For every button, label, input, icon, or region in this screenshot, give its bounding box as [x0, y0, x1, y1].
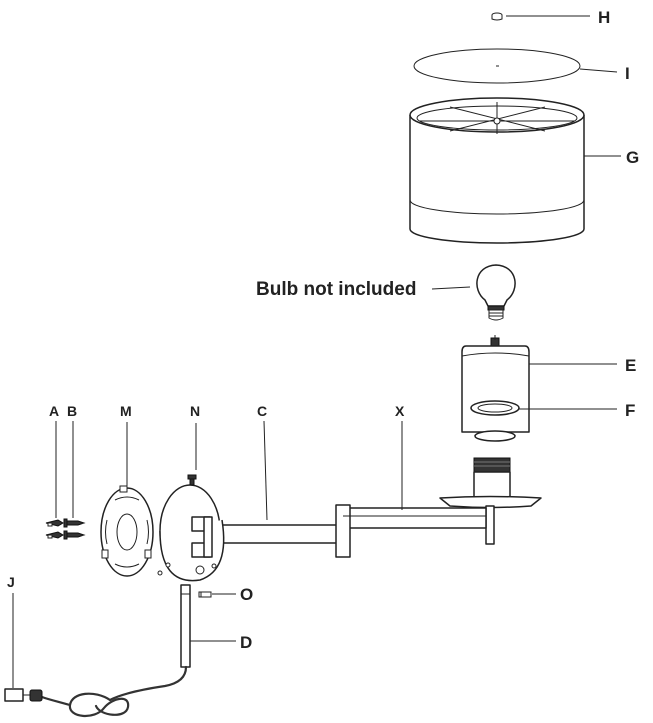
- label-n: N: [190, 403, 200, 419]
- mounting-screws-part: [63, 518, 86, 540]
- label-x: X: [395, 403, 405, 419]
- label-b: B: [67, 403, 77, 419]
- diffuser-disc-part: [413, 48, 581, 84]
- bulb-not-included-note: Bulb not included: [256, 279, 416, 300]
- label-f: F: [625, 401, 635, 420]
- wall-anchors-part: [45, 519, 64, 539]
- label-d: D: [240, 633, 252, 652]
- light-bulb-icon: [476, 264, 516, 321]
- label-j: J: [7, 574, 15, 590]
- wall-canopy-part: [159, 484, 225, 582]
- set-screw-part: [187, 474, 197, 486]
- label-a: A: [49, 403, 59, 419]
- label-o: O: [240, 585, 253, 604]
- cord-cover-part: [180, 584, 191, 668]
- socket-housing-part: [461, 335, 530, 442]
- shade-holder-plate-part: [439, 457, 542, 545]
- small-screw-part: [198, 591, 212, 598]
- label-i: I: [625, 64, 630, 83]
- leader-line-i: [579, 68, 618, 73]
- label-c: C: [257, 403, 267, 419]
- label-g: G: [626, 148, 639, 167]
- label-m: M: [120, 403, 132, 419]
- drum-shade-part: [409, 97, 585, 244]
- label-h: H: [598, 8, 610, 27]
- mounting-bracket-part: [100, 485, 163, 577]
- label-e: E: [625, 356, 636, 375]
- plug-icon: [4, 688, 43, 702]
- leader-line-c: [263, 420, 268, 521]
- swing-arm-part: [207, 504, 487, 558]
- power-cord-part: [40, 665, 188, 717]
- leader-line-bulb: [431, 286, 471, 290]
- finial-cap-part: [491, 12, 503, 21]
